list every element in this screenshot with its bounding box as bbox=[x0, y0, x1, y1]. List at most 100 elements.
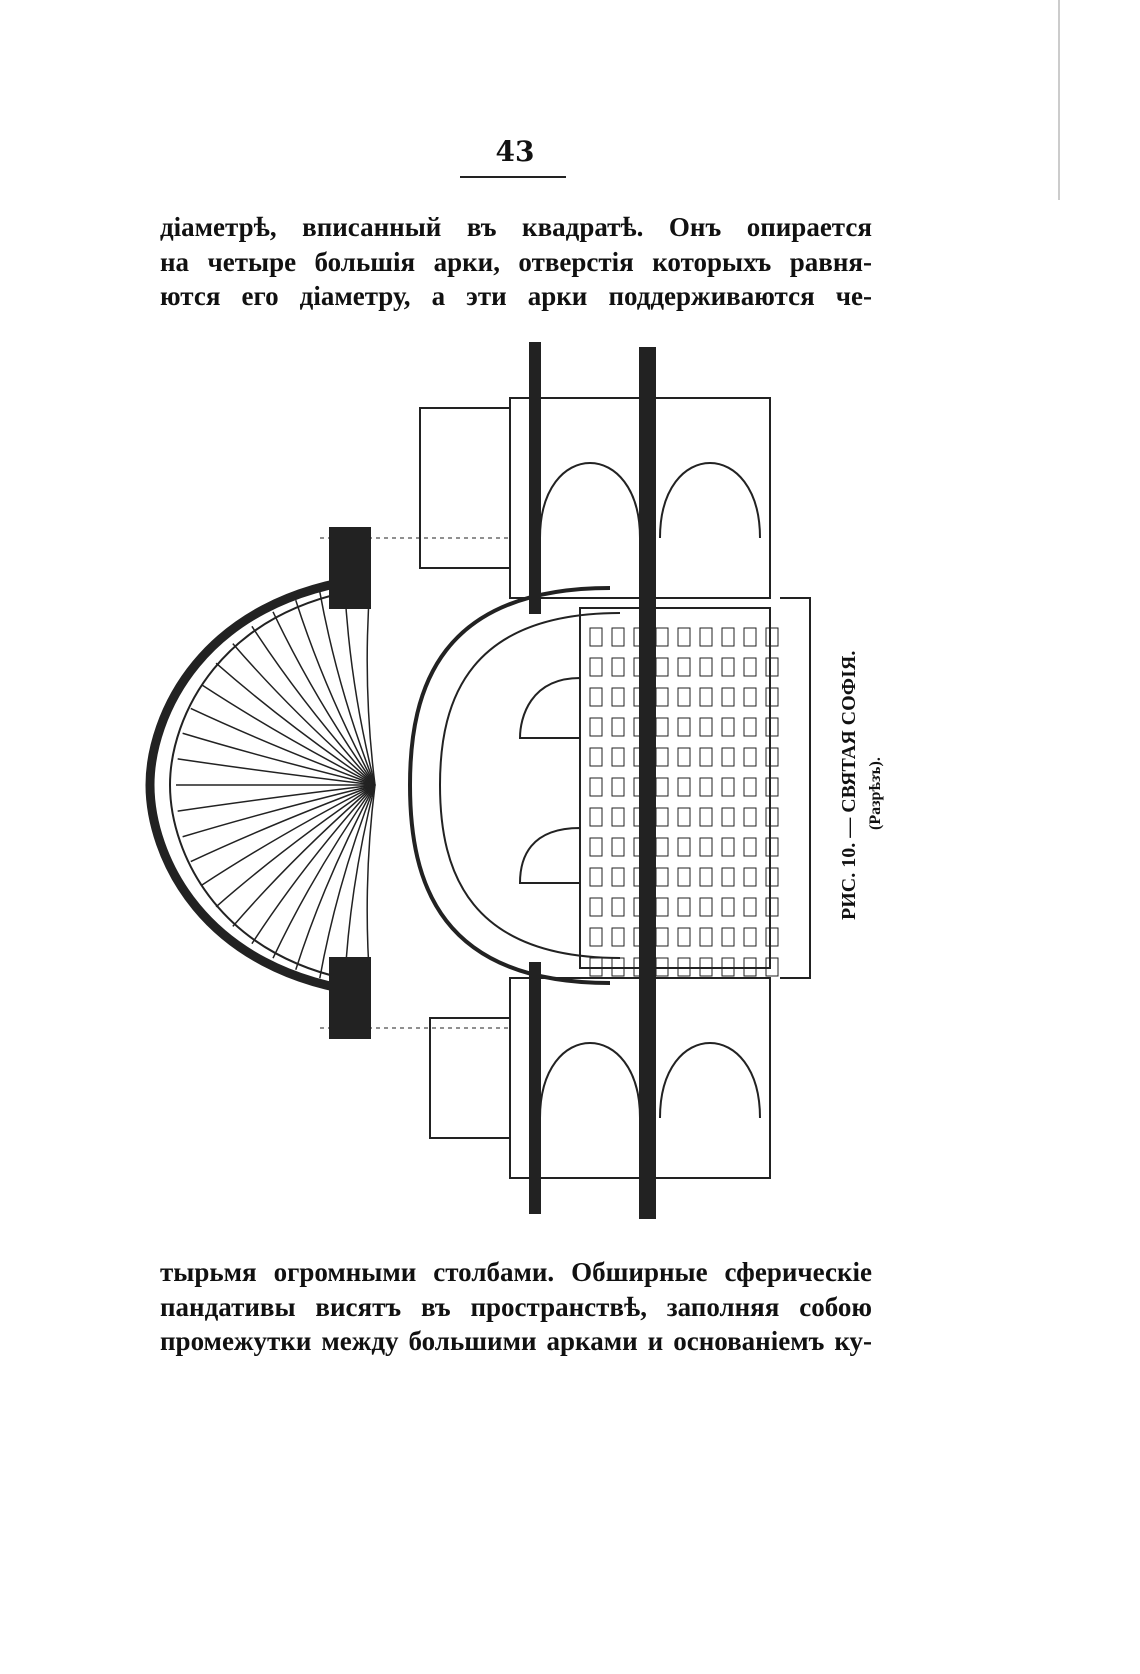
window bbox=[589, 837, 603, 857]
dome-rib bbox=[272, 611, 376, 786]
window bbox=[699, 957, 713, 977]
window bbox=[633, 627, 647, 647]
window bbox=[721, 867, 735, 887]
window bbox=[721, 927, 735, 947]
dome-rib bbox=[190, 707, 376, 786]
hagia-sophia-section-illustration bbox=[140, 338, 830, 1233]
window bbox=[699, 717, 713, 737]
window bbox=[633, 717, 647, 737]
window bbox=[633, 777, 647, 797]
window bbox=[611, 897, 625, 917]
text-line: ются его діаметру, а эти арки поддержива… bbox=[160, 281, 872, 311]
window bbox=[589, 807, 603, 827]
dome-rib bbox=[295, 599, 376, 786]
window bbox=[677, 717, 691, 737]
window bbox=[655, 777, 669, 797]
window bbox=[765, 957, 779, 977]
window bbox=[633, 687, 647, 707]
window bbox=[765, 657, 779, 677]
dome-rib bbox=[177, 784, 376, 812]
dome-rib bbox=[201, 684, 376, 786]
window bbox=[699, 867, 713, 887]
window bbox=[699, 657, 713, 677]
window bbox=[611, 717, 625, 737]
window bbox=[589, 957, 603, 977]
window bbox=[765, 687, 779, 707]
page-number: 43 bbox=[495, 135, 535, 168]
dome-rib bbox=[232, 643, 376, 786]
window bbox=[765, 837, 779, 857]
window bbox=[655, 627, 669, 647]
window bbox=[655, 927, 669, 947]
window bbox=[655, 657, 669, 677]
window bbox=[611, 627, 625, 647]
window bbox=[743, 957, 757, 977]
window bbox=[721, 897, 735, 917]
dome-rib bbox=[182, 732, 376, 786]
text-line: промежутки между большими арками и основ… bbox=[160, 1326, 872, 1356]
window bbox=[765, 777, 779, 797]
window bbox=[611, 777, 625, 797]
dome-rib bbox=[215, 784, 376, 908]
window bbox=[677, 957, 691, 977]
window bbox=[699, 747, 713, 767]
dome-rib bbox=[343, 586, 376, 786]
dome-rib bbox=[190, 784, 376, 863]
window bbox=[677, 747, 691, 767]
window bbox=[655, 957, 669, 977]
dome-rib bbox=[182, 784, 376, 838]
window bbox=[655, 747, 669, 767]
window bbox=[677, 927, 691, 947]
window bbox=[633, 957, 647, 977]
window bbox=[721, 627, 735, 647]
window bbox=[721, 957, 735, 977]
bottom-paragraph: тырьмя огромными столбами. Обширные сфер… bbox=[160, 1255, 872, 1359]
window bbox=[699, 837, 713, 857]
window bbox=[699, 927, 713, 947]
window bbox=[765, 927, 779, 947]
window bbox=[655, 897, 669, 917]
caption-subtitle: (Разрѣзъ). bbox=[867, 757, 884, 830]
window bbox=[655, 867, 669, 887]
dome-rib bbox=[366, 584, 376, 786]
window bbox=[765, 897, 779, 917]
dome-rib bbox=[319, 784, 376, 979]
window bbox=[699, 627, 713, 647]
window bbox=[655, 687, 669, 707]
window bbox=[699, 687, 713, 707]
window bbox=[611, 657, 625, 677]
window bbox=[677, 657, 691, 677]
window bbox=[611, 807, 625, 827]
window bbox=[743, 627, 757, 647]
window bbox=[655, 837, 669, 857]
window bbox=[611, 747, 625, 767]
window bbox=[589, 687, 603, 707]
window bbox=[677, 627, 691, 647]
window bbox=[677, 687, 691, 707]
window bbox=[743, 807, 757, 827]
window bbox=[589, 897, 603, 917]
window bbox=[589, 777, 603, 797]
window bbox=[721, 747, 735, 767]
window bbox=[743, 837, 757, 857]
window bbox=[743, 717, 757, 737]
window bbox=[721, 717, 735, 737]
window bbox=[699, 777, 713, 797]
window bbox=[699, 897, 713, 917]
dome-rib bbox=[251, 625, 376, 786]
dome-rib bbox=[272, 784, 376, 959]
window bbox=[677, 837, 691, 857]
window bbox=[633, 897, 647, 917]
window bbox=[589, 627, 603, 647]
text-line: пандативы висятъ въ пространствѣ, заполн… bbox=[160, 1291, 872, 1322]
window bbox=[765, 717, 779, 737]
window bbox=[633, 807, 647, 827]
window bbox=[743, 687, 757, 707]
window bbox=[633, 837, 647, 857]
window bbox=[721, 807, 735, 827]
window bbox=[765, 807, 779, 827]
window bbox=[699, 807, 713, 827]
window bbox=[633, 657, 647, 677]
window bbox=[633, 927, 647, 947]
window bbox=[743, 867, 757, 887]
